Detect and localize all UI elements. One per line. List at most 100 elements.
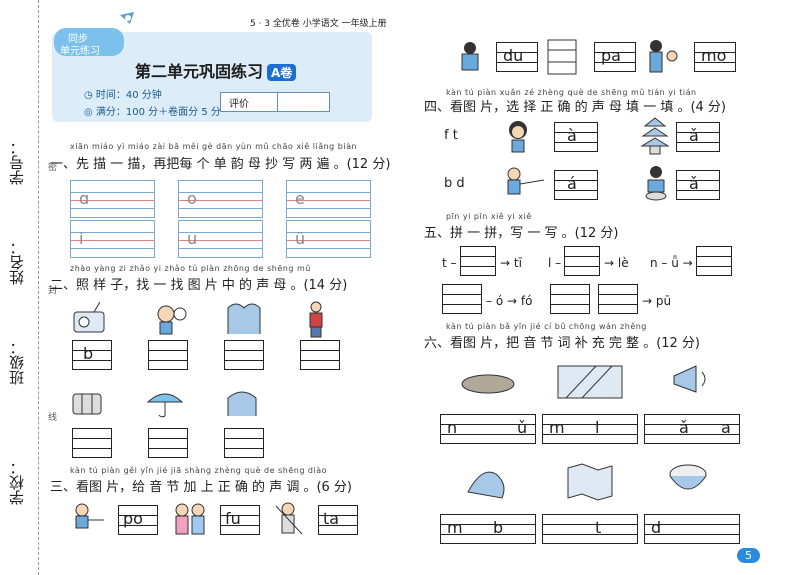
q6-letter: ǔ (517, 418, 528, 437)
q2-answer-box[interactable] (148, 428, 188, 458)
boy-with-instrument-picture (275, 502, 303, 535)
q6-letter: d (651, 518, 662, 537)
gate-n-picture (227, 391, 257, 416)
q2-answer-box[interactable] (224, 340, 264, 370)
top-syllable-box[interactable]: du (496, 42, 538, 72)
q5-result-le: → lè (604, 256, 629, 270)
q5-text: 五、拼 一 拼，写 一 写 。(12 分) (424, 226, 619, 241)
q6-syllable-grid[interactable]: t (542, 514, 638, 544)
q1-writing-grid[interactable]: e (286, 180, 371, 218)
q1-letter: ɑ (79, 189, 90, 208)
q6-letter: ǎ (679, 418, 689, 437)
q1-letter: o (187, 189, 197, 208)
q3-syllable: ta (323, 509, 340, 528)
q5-answer-box[interactable] (550, 284, 590, 314)
q1-letter: i (79, 229, 84, 248)
time-text: 时间：40 分钟 (95, 90, 162, 101)
umbrella-picture (146, 393, 184, 418)
q1-writing-grid[interactable]: u (178, 220, 263, 258)
top-syllable-box[interactable]: mo (694, 42, 736, 72)
megaphone-picture (673, 365, 706, 393)
q5-item-t: t – (442, 256, 457, 270)
evaluation-box[interactable]: 评价 (220, 92, 330, 112)
q3-syllable: po (123, 509, 143, 528)
q6-syllable-grid[interactable]: d (644, 514, 740, 544)
class-label: 班级： (8, 340, 26, 385)
q6-letter: m (549, 418, 565, 437)
q4-tone: ǎ (689, 126, 699, 145)
binding-line (38, 0, 39, 575)
q6-text: 六、看图 片，把 音 节 词 补 充 完 整 。(12 分) (424, 336, 701, 351)
q2-answer-box[interactable] (72, 428, 112, 458)
q5-result-pu: → pū (642, 294, 672, 308)
q6-letter: m (447, 518, 463, 537)
boy-pushing-picture (75, 503, 104, 529)
q4-answer-box[interactable]: á (554, 170, 598, 200)
man-standing-picture (309, 301, 323, 338)
q4-pinyin: kàn tú piàn xuǎn zé zhèng què de shēng m… (446, 88, 697, 97)
q1-writing-grid[interactable]: ü (286, 220, 371, 258)
student-number-label: 学号： (8, 140, 26, 185)
q1-writing-grid[interactable]: ɑ (70, 180, 155, 218)
drum-picture (72, 393, 102, 415)
q1-letter: e (295, 189, 305, 208)
seal-mark-1: 密 (48, 163, 58, 173)
evaluation-label: 评价 (229, 99, 249, 110)
q5-item-n: n – ǖ → (650, 256, 693, 270)
girl-with-pot-picture (645, 166, 667, 201)
q4-answer-box[interactable]: ǎ (676, 170, 720, 200)
q5-item-l: l – (548, 256, 562, 270)
q4-tone: à (567, 126, 577, 145)
name-label: 姓名： (8, 240, 26, 285)
q3-syllable-box[interactable]: ta (318, 505, 358, 535)
seal-mark-2: 封 (48, 286, 58, 296)
badge-line-2: 单元练习 (60, 46, 100, 57)
score-text: 满分：100 分＋卷面分 5 分 (95, 107, 221, 118)
q1-letter: ü (295, 229, 306, 248)
q1-letter: u (187, 229, 198, 248)
q6-letter: l (595, 418, 600, 437)
q5-answer-box[interactable] (696, 246, 732, 276)
school-label: 学校： (8, 460, 26, 505)
road-picture (557, 365, 623, 399)
rice-bowl-picture (669, 464, 707, 490)
q2-answer-box[interactable]: b (72, 340, 112, 370)
q2-text: 二、照 样 子，找 一 找 图 片 中 的 声 母 。(14 分) (50, 278, 348, 293)
q5-answer-box[interactable] (442, 284, 482, 314)
two-girls-picture (175, 503, 205, 535)
q1-writing-grid[interactable]: i (70, 220, 155, 258)
q1-writing-grid[interactable]: o (178, 180, 263, 218)
q3-syllable-box[interactable]: po (118, 505, 158, 535)
q2-pinyin: zhào yàng zi zhǎo yi zhǎo tú piàn zhōng … (70, 264, 311, 273)
boy-with-arrow-picture (507, 167, 545, 195)
book-header: 5 · 3 全优卷 小学语文 一年级上册 (250, 19, 387, 29)
time-info: ◷ 时间：40 分钟 (84, 90, 162, 101)
q2-answer-box[interactable] (224, 428, 264, 458)
mother-and-child-picture (649, 40, 678, 73)
map-picture (567, 463, 613, 501)
q2-answer-box[interactable] (300, 340, 340, 370)
score-info: ◎ 满分：100 分＋卷面分 5 分 (84, 107, 221, 118)
q1-pinyin: xiān miáo yì miáo zài bǎ měi gè dān yùn … (70, 142, 358, 151)
top-syllable-box[interactable]: pa (594, 42, 636, 72)
rock-picture (461, 374, 515, 394)
q5-answer-box[interactable] (564, 246, 600, 276)
page-number: 5 (737, 548, 760, 563)
q3-syllable-box[interactable]: fu (220, 505, 260, 535)
q2-answer-box[interactable] (148, 340, 188, 370)
q5-answer-box[interactable] (598, 284, 638, 314)
title-tag: A卷 (267, 64, 297, 81)
q3-pinyin: kàn tú piàn gěi yīn jié jiā shàng zhèng … (70, 466, 328, 475)
rocket-badge (54, 12, 134, 56)
q2-example-letter: b (83, 344, 94, 363)
q5-answer-box[interactable] (460, 246, 496, 276)
q4-answer-box[interactable]: ǎ (676, 122, 720, 152)
q6-letter: t (595, 518, 602, 537)
evaluation-divider (277, 93, 278, 111)
q4-answer-box[interactable]: à (554, 122, 598, 152)
